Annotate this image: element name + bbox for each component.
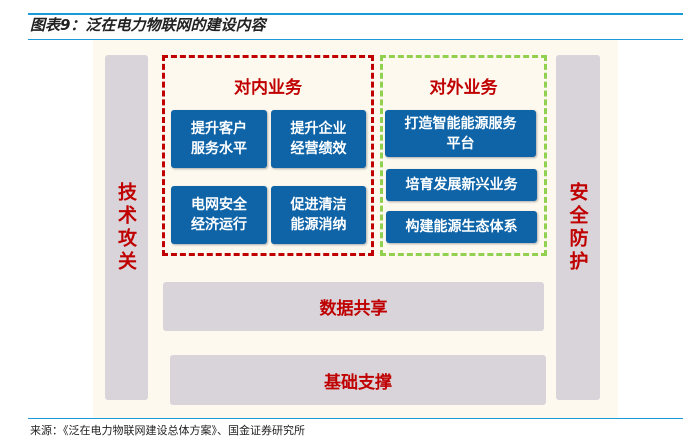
internal-item: 促进清洁能源消纳 [271, 186, 366, 244]
bottom-rule [28, 418, 683, 419]
source-note: 来源：《泛在电力物联网建设总体方案》、国金证券研究所 [30, 424, 305, 437]
item-line: 提升客户 [191, 121, 247, 137]
item-line: 平台 [446, 135, 475, 152]
security-column: 安全防护 [556, 55, 600, 400]
external-item: 打造智能能源服务平台 [385, 110, 536, 157]
item-line: 促进清洁 [290, 197, 347, 213]
external-item: 构建能源生态体系 [386, 211, 537, 243]
foundation-support-bar: 基础支撑 [170, 355, 546, 405]
tech-research-column: 技术攻关 [105, 55, 148, 400]
internal-business-title: 对内业务 [234, 78, 302, 98]
item-line: 经营绩效 [290, 141, 347, 157]
top-rule [28, 13, 683, 15]
figure-title: 图表9：泛在电力物联网的建设内容 [30, 16, 266, 34]
title-rule [28, 39, 683, 40]
item-line: 提升企业 [290, 121, 347, 137]
item-line: 打造智能能源服务 [404, 115, 517, 132]
item-line: 能源消纳 [290, 217, 347, 233]
internal-item: 提升客户服务水平 [171, 110, 267, 168]
internal-item: 电网安全经济运行 [171, 186, 267, 244]
external-business-title: 对外业务 [429, 78, 498, 98]
item-line: 服务水平 [191, 141, 247, 157]
external-business-box [380, 55, 547, 256]
item-line: 电网安全 [191, 197, 247, 213]
item-line: 经济运行 [191, 217, 247, 233]
internal-item: 提升企业经营绩效 [271, 110, 366, 168]
data-sharing-bar: 数据共享 [163, 282, 544, 331]
internal-business-box [162, 55, 374, 256]
external-item: 培育发展新兴业务 [386, 169, 537, 201]
